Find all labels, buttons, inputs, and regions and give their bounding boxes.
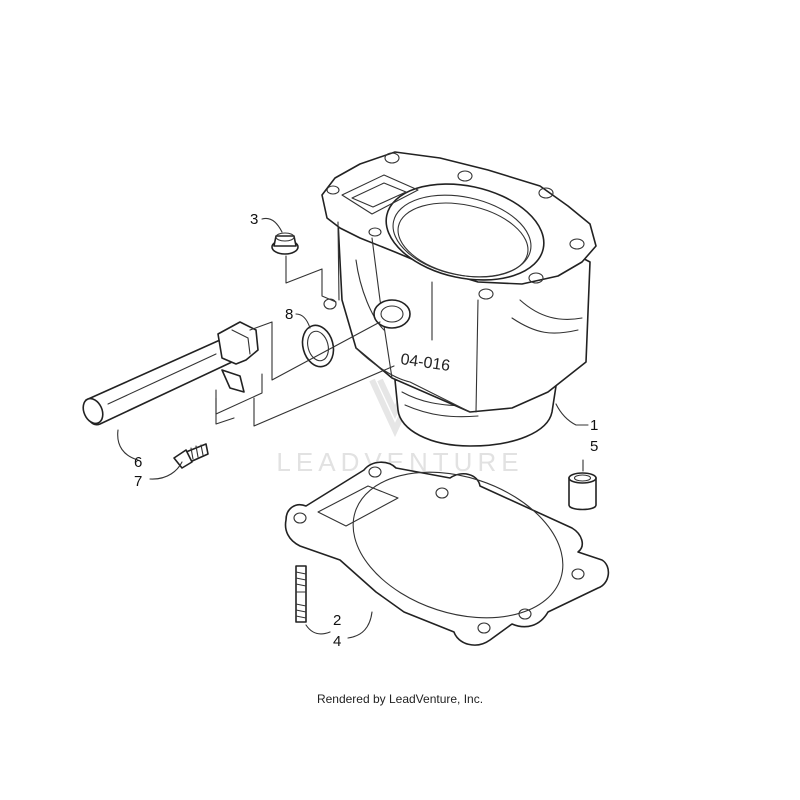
water-inlet-pipe (82, 321, 259, 426)
callout-7: 7 (134, 473, 142, 490)
cylinder: 04-016 (321, 151, 597, 447)
cylinder-stamp: 04-016 (399, 351, 451, 375)
render-credit: Rendered by LeadVenture, Inc. (316, 692, 484, 706)
base-gasket (284, 461, 610, 646)
callouts: 1 2 3 4 5 6 7 8 (134, 211, 598, 650)
leader-lines (117, 217, 589, 639)
callout-3: 3 (250, 211, 258, 228)
bolt (173, 443, 209, 469)
callout-8: 8 (285, 306, 293, 323)
callout-5: 5 (590, 438, 598, 455)
flange-nut (271, 232, 299, 255)
callout-4: 4 (333, 633, 341, 650)
callout-6: 6 (134, 454, 142, 471)
callout-2: 2 (333, 612, 341, 629)
o-ring (301, 324, 335, 368)
dowel-pin (568, 472, 597, 511)
stud (295, 565, 307, 623)
callout-1: 1 (590, 417, 598, 434)
